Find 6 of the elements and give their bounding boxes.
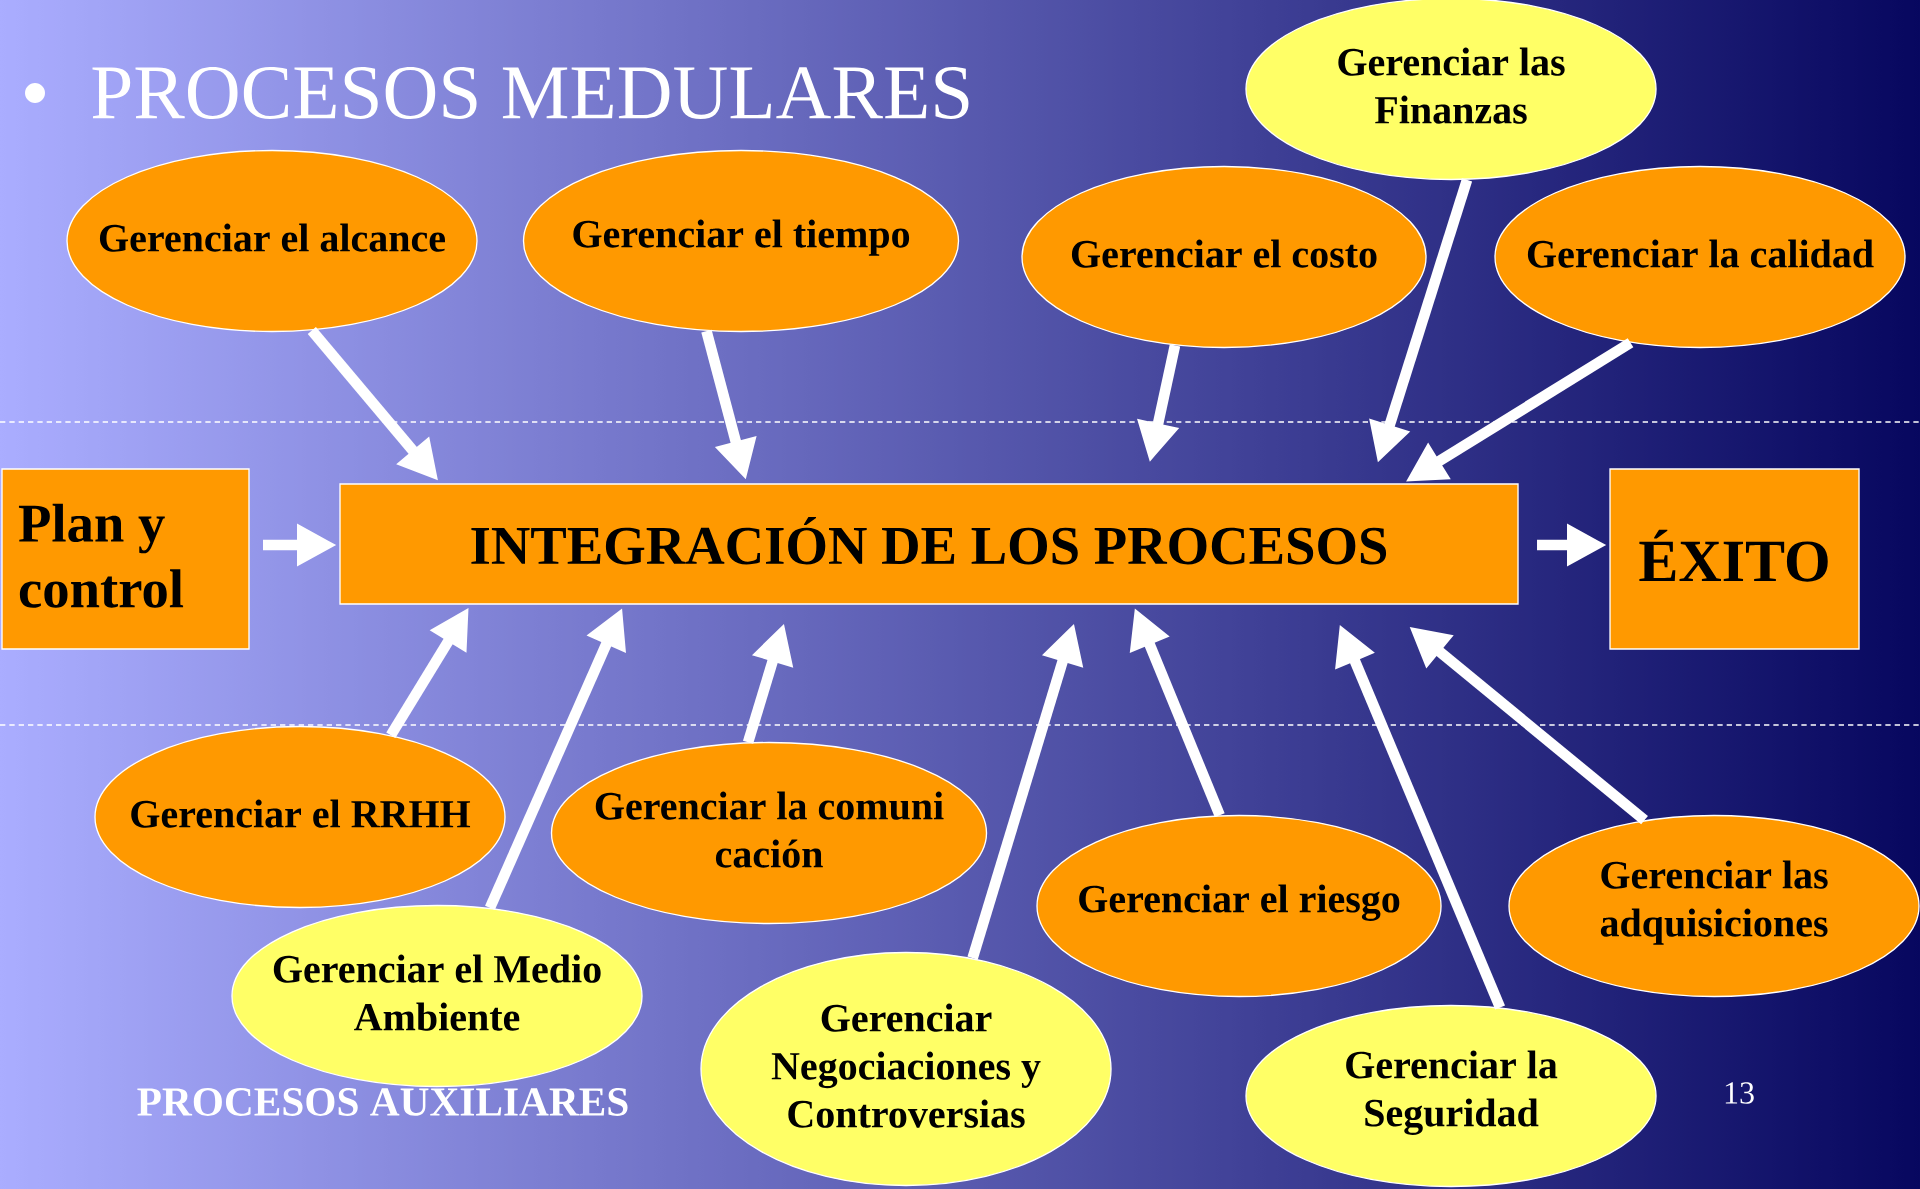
process-box: INTEGRACIÓN DE LOS PROCESOS	[339, 483, 1519, 605]
section-label: PROCESOS AUXILIARES	[137, 1088, 628, 1116]
title: PROCESOS MEDULARES	[92, 67, 969, 119]
page-number: 13	[1725, 1082, 1754, 1104]
process-box: ÉXITO	[1609, 468, 1860, 650]
process-box: Plan y control	[1, 468, 250, 650]
